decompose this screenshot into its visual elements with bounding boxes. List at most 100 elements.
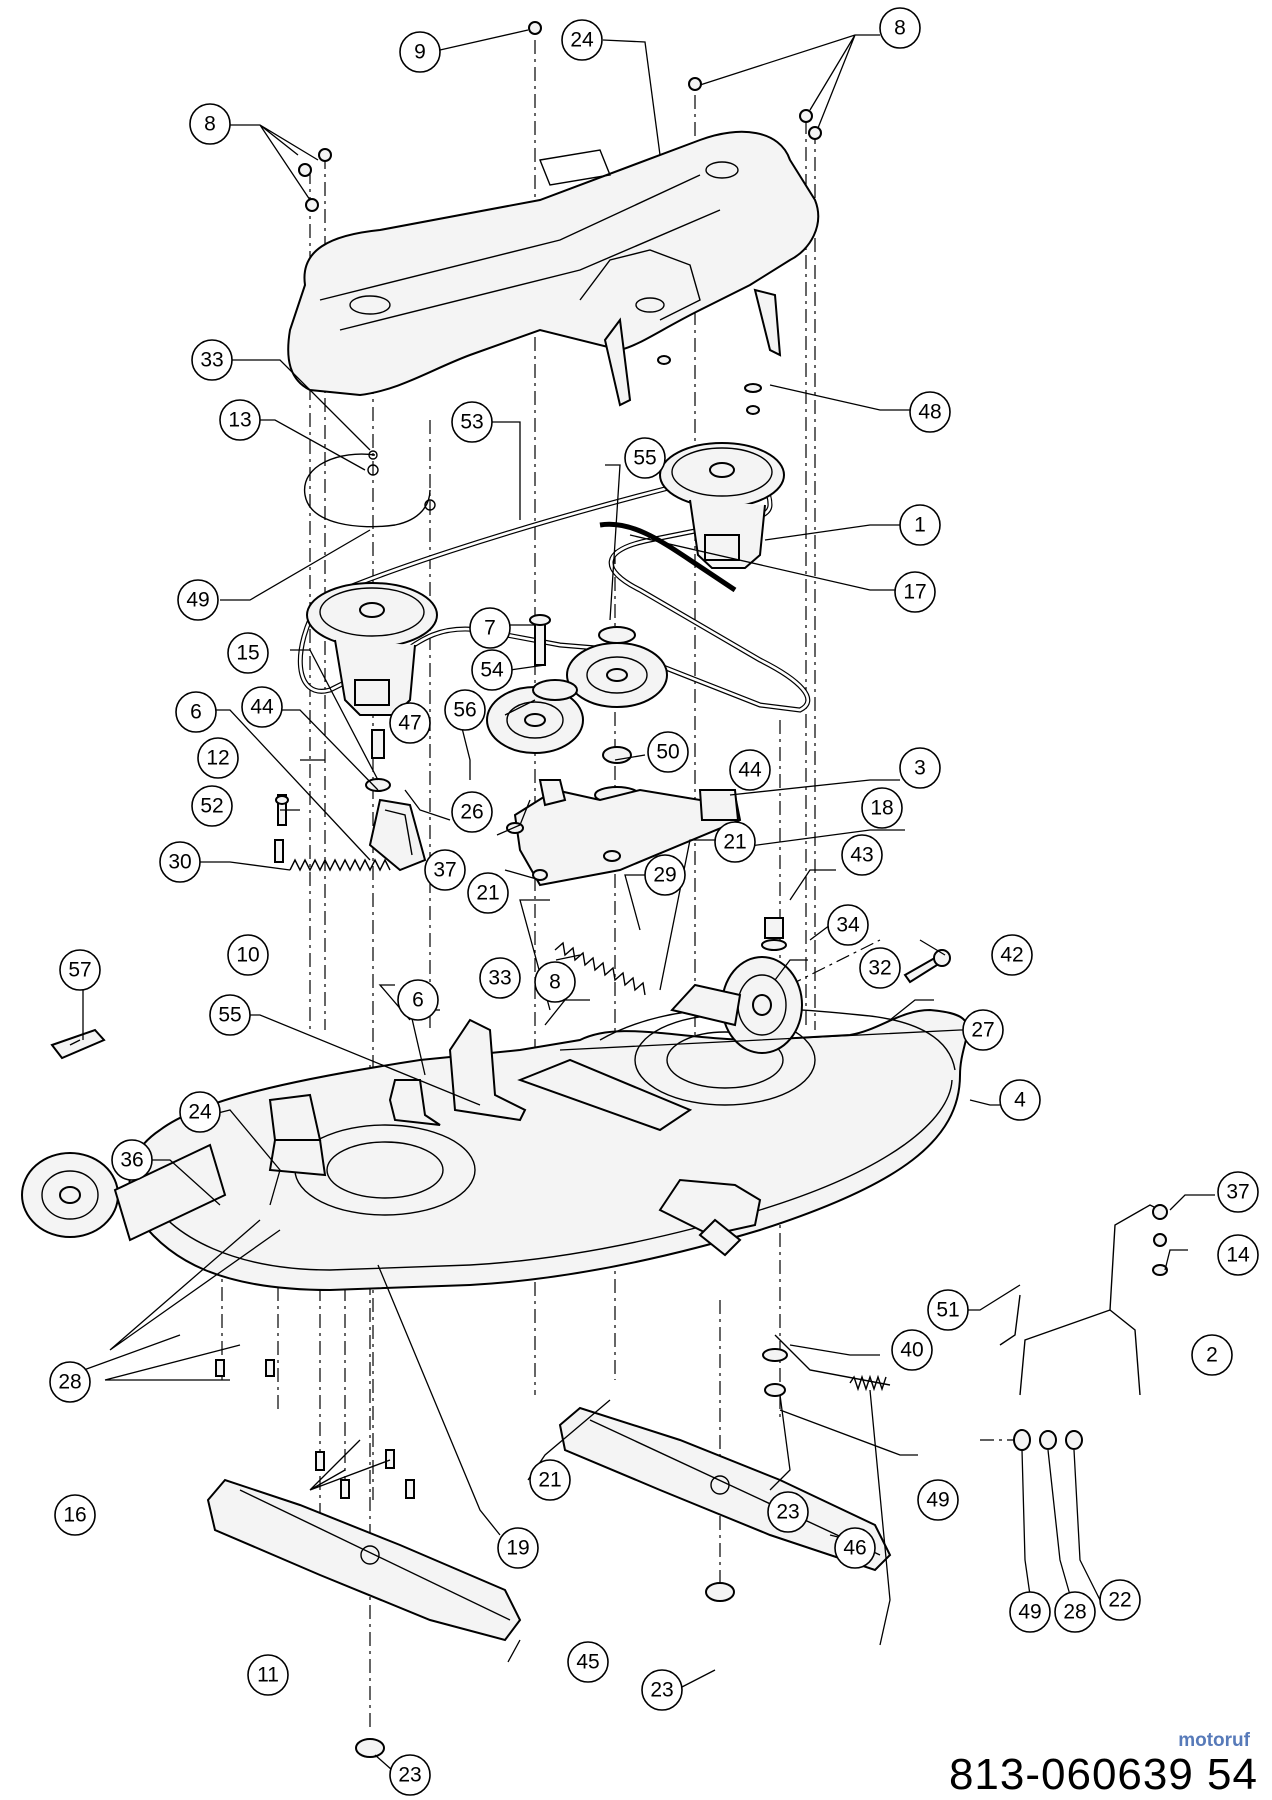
callout-43: 44 xyxy=(241,686,283,728)
svg-text:49: 49 xyxy=(1018,1601,1041,1624)
callout-32: 30 xyxy=(159,841,201,883)
callout-30: 24 xyxy=(561,19,603,61)
callout-48: 49 xyxy=(917,1479,959,1521)
callout-18: 17 xyxy=(894,571,936,613)
callout-12: 11 xyxy=(247,1654,289,1696)
svg-text:33: 33 xyxy=(488,967,511,990)
callout-21-bracket: 21 xyxy=(467,872,509,914)
svg-text:4: 4 xyxy=(1014,1089,1026,1112)
svg-text:10: 10 xyxy=(236,944,259,967)
svg-text:1: 1 xyxy=(914,514,926,537)
svg-text:16: 16 xyxy=(63,1504,86,1527)
svg-text:40: 40 xyxy=(900,1339,923,1362)
svg-text:44: 44 xyxy=(250,696,274,719)
callout-45: 47 xyxy=(389,702,431,744)
svg-text:6: 6 xyxy=(190,701,202,724)
svg-text:23: 23 xyxy=(650,1679,673,1702)
svg-text:34: 34 xyxy=(836,914,860,937)
callout-36: 36 xyxy=(111,1139,153,1181)
tension-bracket xyxy=(274,729,427,872)
callout-20: 19 xyxy=(497,1527,539,1569)
svg-text:23: 23 xyxy=(776,1501,799,1524)
svg-text:43: 43 xyxy=(850,844,873,867)
callout-29: 28 xyxy=(49,1361,91,1403)
svg-text:8: 8 xyxy=(204,113,216,136)
svg-text:22: 22 xyxy=(1108,1589,1131,1612)
callout-25: 24 xyxy=(179,1091,221,1133)
svg-text:21: 21 xyxy=(476,882,499,905)
part-number: 813-060639 54 xyxy=(948,1750,1258,1799)
callout-49: 49 xyxy=(1009,1591,1051,1633)
watermark: motoruf xyxy=(1178,1730,1250,1751)
callout-8-left: 8 xyxy=(189,103,231,145)
callout-31: 29 xyxy=(644,854,686,896)
left-blade xyxy=(206,1478,522,1642)
svg-text:37: 37 xyxy=(433,859,456,882)
callout-10: 9 xyxy=(399,31,441,73)
callout-33: 32 xyxy=(859,947,901,989)
right-wheel xyxy=(670,956,803,1054)
callout-52: 52 xyxy=(191,785,233,827)
callout-39: 40 xyxy=(891,1329,933,1371)
callout-54: 54 xyxy=(471,649,513,691)
svg-text:55: 55 xyxy=(633,447,656,470)
svg-text:55: 55 xyxy=(218,1004,241,1027)
callout-50: 50 xyxy=(647,731,689,773)
callout-41: 43 xyxy=(841,834,883,876)
spring-32 xyxy=(289,858,391,872)
idler-bracket xyxy=(506,779,742,887)
svg-text:9: 9 xyxy=(414,41,426,64)
clip-bracket-57 xyxy=(50,1028,106,1060)
callout-15: 14 xyxy=(1217,1234,1259,1276)
svg-text:44: 44 xyxy=(738,759,762,782)
spring-wire-47 xyxy=(304,450,436,528)
hardware-stack xyxy=(1013,1429,1083,1451)
svg-text:23: 23 xyxy=(398,1764,421,1787)
callout-4: 4 xyxy=(999,1079,1041,1121)
svg-text:28: 28 xyxy=(1063,1601,1086,1624)
callout-17: 16 xyxy=(54,1494,96,1536)
right-spindle xyxy=(659,442,785,569)
svg-text:11: 11 xyxy=(257,1664,279,1687)
cover-bolts xyxy=(298,21,822,415)
callout-28: 28 xyxy=(1054,1591,1096,1633)
svg-text:19: 19 xyxy=(506,1537,529,1560)
callout-21-deck: 21 xyxy=(529,1459,571,1501)
callout-37-right: 37 xyxy=(1217,1171,1259,1213)
svg-text:14: 14 xyxy=(1226,1244,1250,1267)
blade-bolts xyxy=(215,1359,735,1758)
callout-55: 55 xyxy=(209,994,251,1036)
svg-text:51: 51 xyxy=(936,1299,959,1322)
svg-text:24: 24 xyxy=(188,1101,212,1124)
callout-44-left: 45 xyxy=(567,1641,609,1683)
svg-text:49: 49 xyxy=(186,589,209,612)
svg-text:17: 17 xyxy=(903,581,926,604)
svg-text:28: 28 xyxy=(58,1371,81,1394)
callout-7: 7 xyxy=(469,607,511,649)
svg-text:47: 47 xyxy=(398,712,421,735)
callout-38: 33 xyxy=(191,339,233,381)
svg-text:18: 18 xyxy=(870,797,893,820)
callout-14: 13 xyxy=(219,399,261,441)
callout-19: 18 xyxy=(861,787,903,829)
callout-56-top: 55 xyxy=(624,437,666,479)
svg-text:6: 6 xyxy=(412,989,424,1012)
svg-text:45: 45 xyxy=(576,1651,599,1674)
callout-21-right: 21 xyxy=(714,821,756,863)
callout-9: 8 xyxy=(534,961,576,1003)
svg-text:42: 42 xyxy=(1000,944,1023,967)
callout-46: 48 xyxy=(909,391,951,433)
callout-1: 1 xyxy=(899,504,941,546)
svg-text:3: 3 xyxy=(914,757,926,780)
spring-31 xyxy=(554,941,646,996)
svg-text:30: 30 xyxy=(168,851,191,874)
svg-text:7: 7 xyxy=(484,617,496,640)
svg-text:56: 56 xyxy=(453,699,476,722)
callout-56-mid: 56 xyxy=(444,689,486,731)
svg-text:49: 49 xyxy=(926,1489,949,1512)
callout-37-mid: 37 xyxy=(424,849,466,891)
svg-text:54: 54 xyxy=(480,659,504,682)
callout-16: 15 xyxy=(227,632,269,674)
idler-pulleys xyxy=(486,614,668,804)
